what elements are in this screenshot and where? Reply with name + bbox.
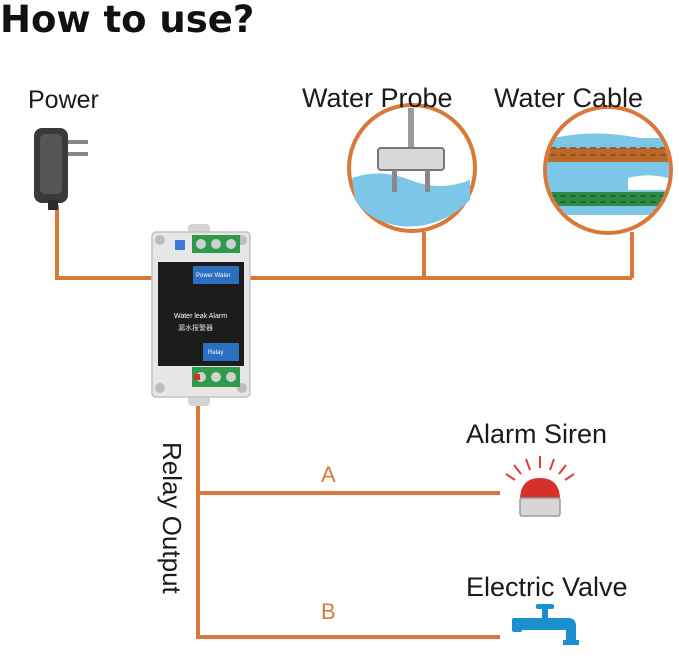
- relay-wire-b: [196, 392, 500, 639]
- alarm-siren-label: Alarm Siren: [466, 419, 607, 449]
- alarm-controller-device: Power Water Water leak Alarm 漏水报警器 Relay: [151, 224, 251, 406]
- relay-output-label: Relay Output: [157, 442, 187, 595]
- faucet-valve-icon: [512, 604, 579, 645]
- branch-a-label: A: [321, 462, 336, 487]
- device-relay-label: Relay: [208, 350, 223, 356]
- power-adapter-icon: [34, 128, 88, 210]
- device-sub-label: 漏水报警器: [178, 323, 213, 332]
- device-main-label: Water leak Alarm: [174, 313, 227, 320]
- page-title: How to use?: [0, 0, 254, 41]
- alarm-siren-icon: [505, 456, 575, 517]
- device-top-label: Power Water: [196, 273, 230, 279]
- branch-b-label: B: [321, 599, 336, 624]
- water-cable-label: Water Cable: [494, 83, 643, 113]
- power-label: Power: [28, 86, 99, 114]
- wires: [55, 205, 634, 639]
- water-probe-label: Water Probe: [302, 83, 453, 113]
- electric-valve-label: Electric Valve: [466, 572, 628, 602]
- power-wire: [55, 205, 152, 280]
- water-cable-icon: [543, 105, 673, 235]
- water-probe-icon: [347, 103, 477, 233]
